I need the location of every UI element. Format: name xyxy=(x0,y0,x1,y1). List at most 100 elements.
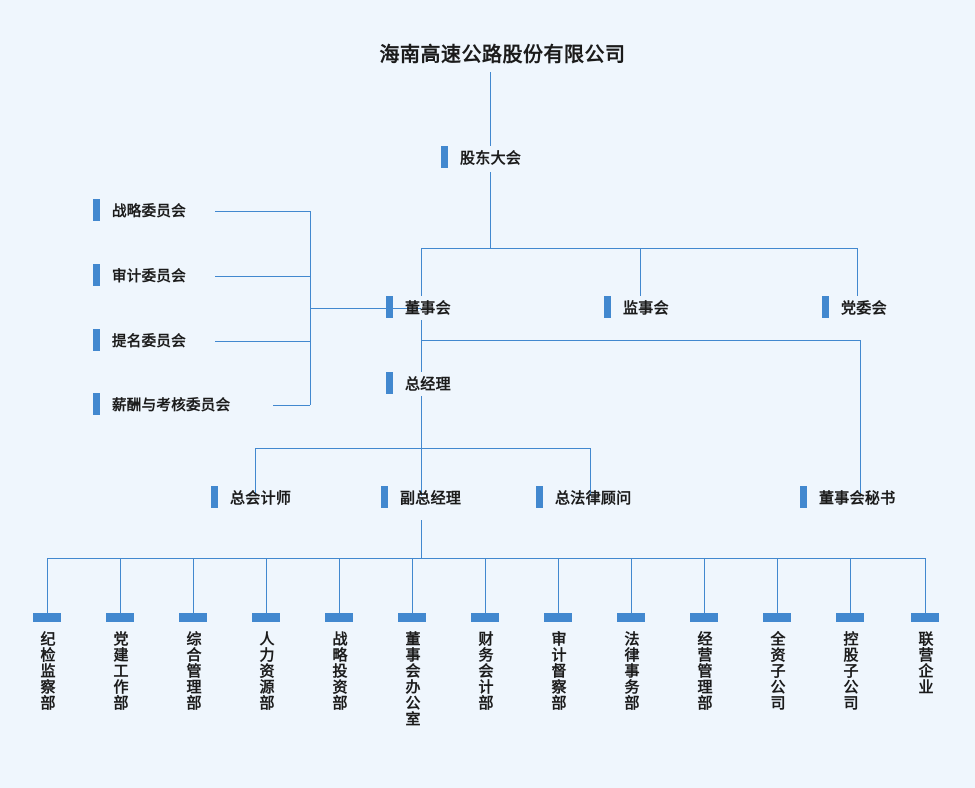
node-accent-bar xyxy=(93,264,100,286)
connector-drop-deputy-gm xyxy=(421,448,422,496)
node-dept-business-management[interactable]: 经营管理部 xyxy=(684,613,724,711)
connector-committee-1 xyxy=(215,211,310,212)
node-board-of-directors[interactable]: 董事会 xyxy=(386,296,451,318)
connector-board-secretary-branch xyxy=(421,340,860,341)
node-label: 薪酬与考核委员会 xyxy=(112,397,231,414)
connector-drop-dept-8 xyxy=(558,558,559,613)
node-dept-finance-accounting[interactable]: 财务会计部 xyxy=(465,613,505,711)
node-committee-nomination[interactable]: 提名委员会 xyxy=(93,329,186,351)
dept-label: 联营企业 xyxy=(916,631,934,695)
node-accent-bar xyxy=(93,329,100,351)
node-label: 审计委员会 xyxy=(112,268,186,285)
connector-drop-supervisory xyxy=(640,248,641,296)
node-label: 总法律顾问 xyxy=(555,489,632,507)
connector-drop-dept-13 xyxy=(925,558,926,613)
dept-label: 财务会计部 xyxy=(476,631,494,711)
dept-label: 法律事务部 xyxy=(622,631,640,711)
connector-drop-party xyxy=(857,248,858,296)
connector-drop-chief-legal xyxy=(590,448,591,496)
connector-drop-board-secretary xyxy=(860,340,861,496)
node-dept-legal-affairs[interactable]: 法律事务部 xyxy=(611,613,651,711)
connector-drop-dept-9 xyxy=(631,558,632,613)
node-dept-party-building[interactable]: 党建工作部 xyxy=(100,613,140,711)
node-accent-bar xyxy=(93,199,100,221)
node-label: 股东大会 xyxy=(460,149,522,167)
node-dept-discipline-inspection[interactable]: 纪检监察部 xyxy=(27,613,67,711)
connector-drop-dept-10 xyxy=(704,558,705,613)
dept-accent-bar xyxy=(471,613,499,622)
connector-committees-to-board xyxy=(310,308,421,309)
connector-committee-4 xyxy=(273,405,310,406)
node-committee-strategy[interactable]: 战略委员会 xyxy=(93,199,186,221)
dept-accent-bar xyxy=(33,613,61,622)
connector-drop-dept-12 xyxy=(850,558,851,613)
connector-drop-dept-1 xyxy=(47,558,48,613)
node-accent-bar xyxy=(441,146,448,168)
node-accent-bar xyxy=(381,486,388,508)
connector-committee-2 xyxy=(215,276,310,277)
node-accent-bar xyxy=(536,486,543,508)
dept-label: 党建工作部 xyxy=(111,631,129,711)
dept-accent-bar xyxy=(106,613,134,622)
dept-accent-bar xyxy=(763,613,791,622)
node-party-committee[interactable]: 党委会 xyxy=(822,296,887,318)
connector-committee-3 xyxy=(215,341,310,342)
node-dept-holding-subsidiary[interactable]: 控股子公司 xyxy=(830,613,870,711)
connector-drop-dept-11 xyxy=(777,558,778,613)
node-dept-wholly-owned-subsidiary[interactable]: 全资子公司 xyxy=(757,613,797,711)
node-deputy-general-manager[interactable]: 副总经理 xyxy=(381,486,461,508)
dept-accent-bar xyxy=(252,613,280,622)
connector-gm-down xyxy=(421,396,422,448)
connector-title-to-shareholders xyxy=(490,72,491,146)
connector-drop-board xyxy=(421,248,422,296)
node-dept-human-resources[interactable]: 人力资源部 xyxy=(246,613,286,711)
dept-label: 控股子公司 xyxy=(841,631,859,711)
node-label: 副总经理 xyxy=(400,489,462,507)
connector-drop-dept-4 xyxy=(266,558,267,613)
dept-accent-bar xyxy=(617,613,645,622)
node-supervisory-board[interactable]: 监事会 xyxy=(604,296,669,318)
connector-deputy-gm-down xyxy=(421,520,422,558)
node-label: 董事会秘书 xyxy=(819,489,896,507)
node-accent-bar xyxy=(386,372,393,394)
connector-drop-dept-5 xyxy=(339,558,340,613)
node-committee-remuneration[interactable]: 薪酬与考核委员会 xyxy=(93,393,230,415)
node-label: 监事会 xyxy=(623,299,669,317)
connector-shareholders-down xyxy=(490,172,491,248)
dept-accent-bar xyxy=(398,613,426,622)
connector-drop-dept-7 xyxy=(485,558,486,613)
dept-accent-bar xyxy=(544,613,572,622)
node-dept-general-management[interactable]: 综合管理部 xyxy=(173,613,213,711)
connector-drop-dept-3 xyxy=(193,558,194,613)
connector-board-down xyxy=(421,320,422,372)
dept-accent-bar xyxy=(325,613,353,622)
node-dept-audit-supervision[interactable]: 审计督察部 xyxy=(538,613,578,711)
connector-drop-chief-accountant xyxy=(255,448,256,496)
connector-drop-dept-6 xyxy=(412,558,413,613)
node-dept-board-office[interactable]: 董事会办公室 xyxy=(392,613,432,727)
node-chief-legal-counsel[interactable]: 总法律顾问 xyxy=(536,486,632,508)
node-accent-bar xyxy=(822,296,829,318)
node-dept-strategic-investment[interactable]: 战略投资部 xyxy=(319,613,359,711)
node-shareholders-meeting[interactable]: 股东大会 xyxy=(441,146,521,168)
dept-label: 纪检监察部 xyxy=(38,631,56,711)
node-label: 战略委员会 xyxy=(112,203,186,220)
node-board-secretary[interactable]: 董事会秘书 xyxy=(800,486,896,508)
node-label: 总会计师 xyxy=(230,489,292,507)
node-accent-bar xyxy=(386,296,393,318)
node-label: 提名委员会 xyxy=(112,333,186,350)
connector-board-row-distributor xyxy=(421,248,858,249)
node-chief-accountant[interactable]: 总会计师 xyxy=(211,486,291,508)
dept-accent-bar xyxy=(911,613,939,622)
node-accent-bar xyxy=(211,486,218,508)
dept-accent-bar xyxy=(179,613,207,622)
node-general-manager[interactable]: 总经理 xyxy=(386,372,451,394)
node-accent-bar xyxy=(800,486,807,508)
dept-accent-bar xyxy=(836,613,864,622)
node-label: 党委会 xyxy=(841,299,887,317)
node-dept-affiliated-enterprise[interactable]: 联营企业 xyxy=(905,613,945,695)
node-accent-bar xyxy=(93,393,100,415)
node-committee-audit[interactable]: 审计委员会 xyxy=(93,264,186,286)
dept-label: 战略投资部 xyxy=(330,631,348,711)
